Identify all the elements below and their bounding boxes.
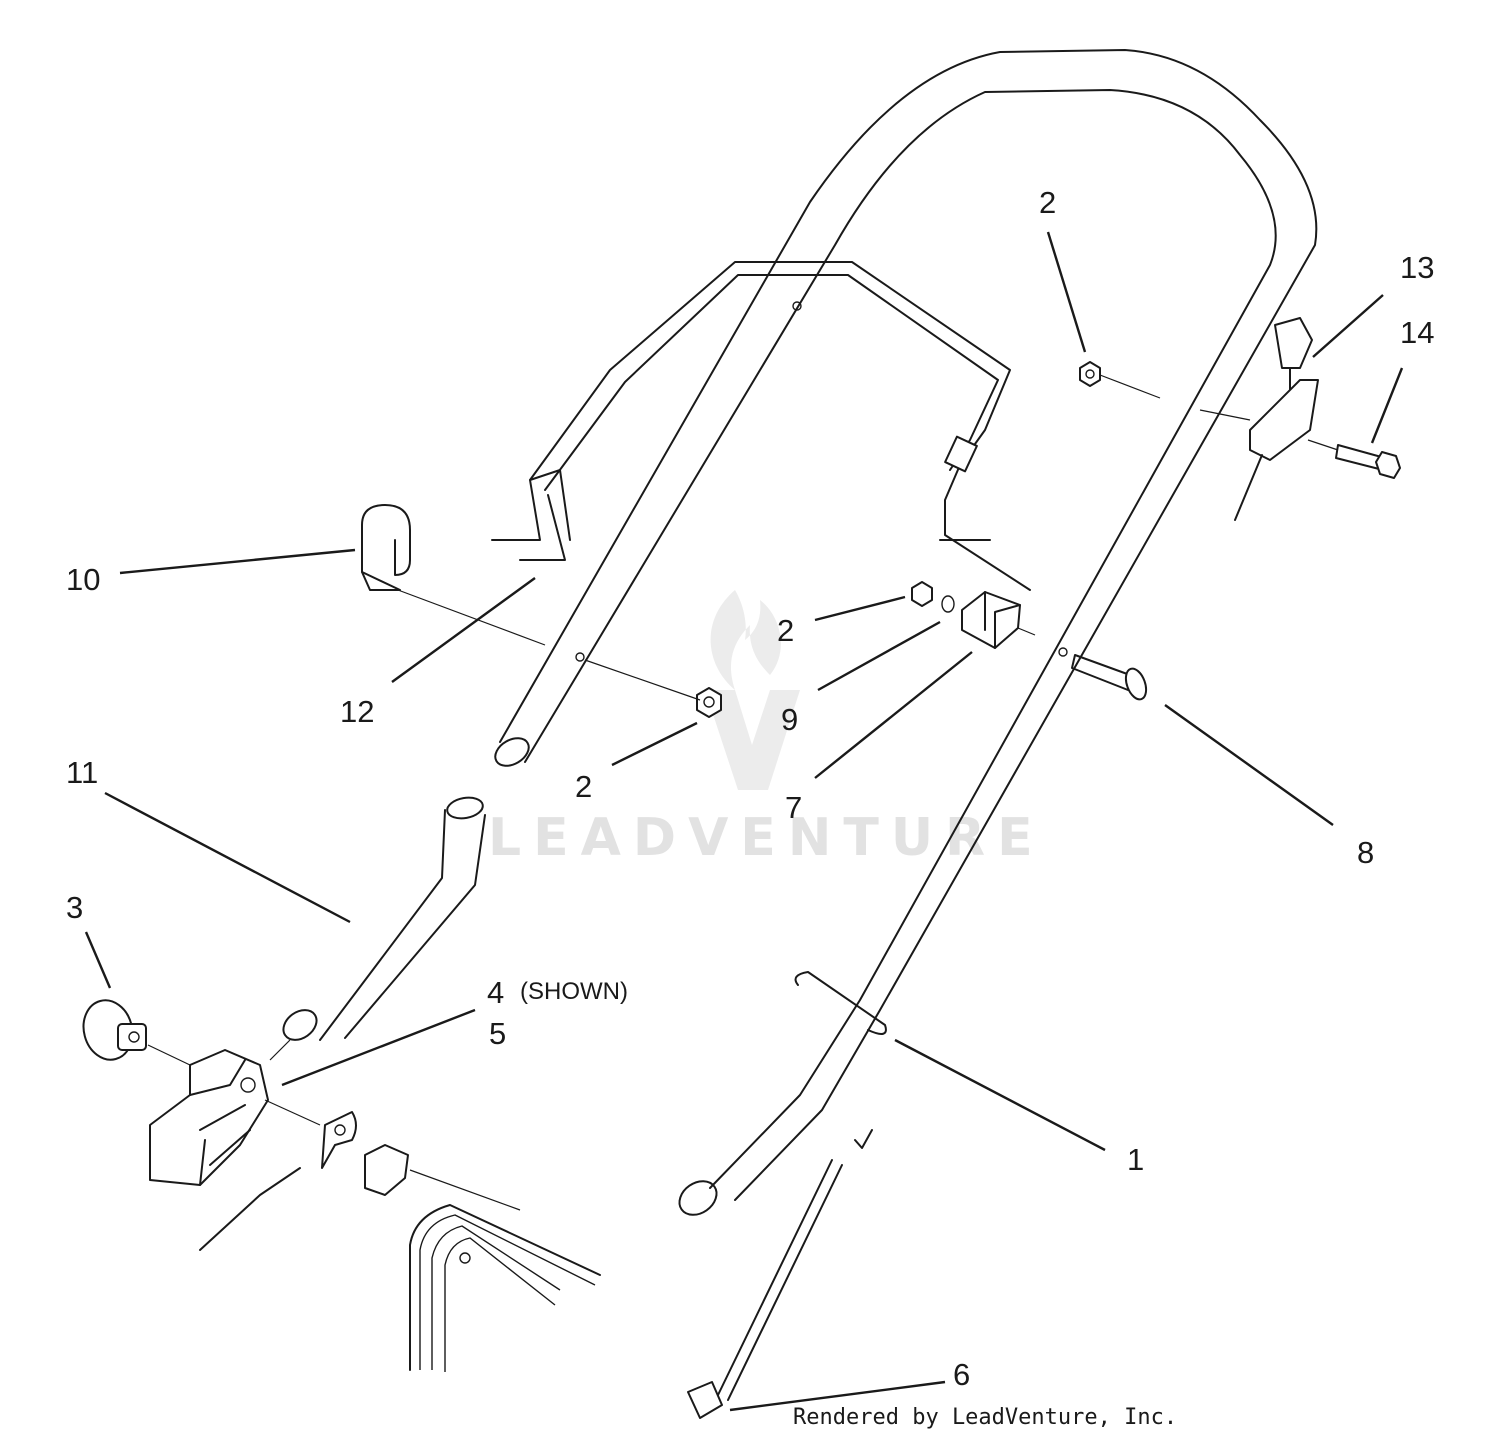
mower-deck (409, 1204, 601, 1372)
cable-guide-block (961, 591, 1021, 649)
callout-14: 14 (1400, 315, 1434, 350)
leadventure-watermark-logo (705, 590, 800, 790)
leader-2b (814, 595, 906, 622)
handle-bracket (149, 1049, 269, 1186)
leader-2c (611, 721, 698, 767)
leader-2a (1046, 231, 1087, 353)
control-bail (491, 261, 1031, 591)
callout-5: 5 (489, 1016, 506, 1051)
leader-3 (84, 931, 112, 989)
hairpin-cotter (361, 504, 411, 591)
leader-6 (729, 1380, 946, 1412)
callout-2a: 2 (1039, 185, 1056, 220)
cable-clip (794, 971, 887, 1035)
callout-13: 13 (1400, 250, 1434, 285)
leader-1 (894, 1038, 1106, 1152)
callout-9: 9 (781, 702, 798, 737)
render-credit: Rendered by LeadVenture, Inc. (793, 1405, 1177, 1430)
throttle-control (1234, 317, 1319, 521)
callout-4-note: (SHOWN) (520, 978, 628, 1005)
callout-1: 1 (1127, 1142, 1144, 1177)
leader-lines (84, 231, 1404, 1412)
callout-3: 3 (66, 890, 83, 925)
callout-8: 8 (1357, 835, 1374, 870)
deck-pivot (199, 1111, 409, 1251)
leader-11 (104, 791, 351, 924)
leader-8 (1164, 704, 1334, 826)
leader-5 (281, 1008, 476, 1087)
handle-knob (82, 999, 147, 1061)
carriage-bolt (1071, 654, 1148, 701)
nut-lower (696, 687, 722, 718)
nut-upper (1079, 361, 1101, 387)
hex-bolt (1335, 444, 1401, 479)
callout-12: 12 (340, 694, 374, 729)
callout-10: 10 (66, 562, 100, 597)
leader-9 (817, 620, 941, 692)
control-cable (687, 1129, 873, 1419)
leader-7 (814, 651, 973, 779)
main-handle (494, 49, 1318, 1216)
assembly-axes (147, 374, 1339, 1211)
nut-middle (911, 581, 955, 613)
callout-4: 4 (487, 975, 504, 1010)
callout-7: 7 (785, 790, 802, 825)
watermark-text: LEADVENTURE (488, 808, 1045, 868)
callout-6: 6 (953, 1357, 970, 1392)
leader-10 (119, 548, 356, 575)
leader-14 (1370, 367, 1404, 444)
callout-11: 11 (66, 755, 98, 790)
callout-2b: 2 (777, 613, 794, 648)
lower-handle-tube (282, 796, 486, 1041)
leader-12 (391, 577, 536, 683)
leader-13 (1312, 294, 1384, 358)
callout-2c: 2 (575, 769, 592, 804)
